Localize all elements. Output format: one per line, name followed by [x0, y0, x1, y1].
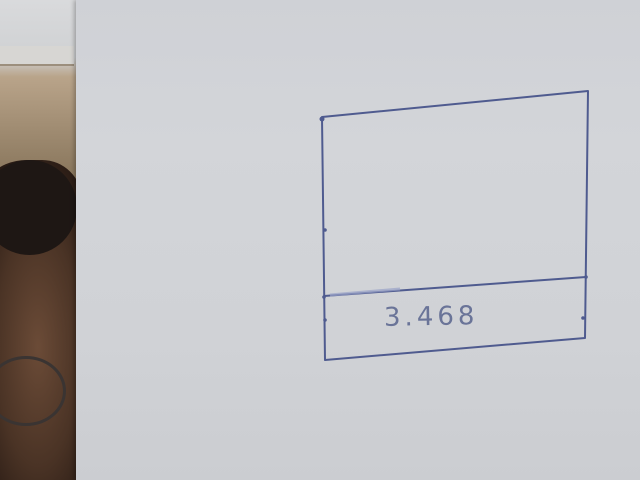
handwritten-number: 3.468 — [383, 301, 479, 333]
edge-dot — [584, 275, 588, 279]
corner-dot — [319, 116, 325, 122]
eyeglasses — [0, 356, 66, 426]
ink-smudge — [329, 287, 401, 297]
door-frame — [0, 46, 74, 66]
person-hair — [0, 160, 77, 255]
box-outline — [321, 90, 589, 361]
edge-dot — [322, 295, 326, 299]
edge-dot — [323, 318, 327, 322]
edge-dot — [323, 228, 327, 232]
paper-sheet — [76, 0, 640, 480]
edge-dot — [581, 316, 585, 320]
